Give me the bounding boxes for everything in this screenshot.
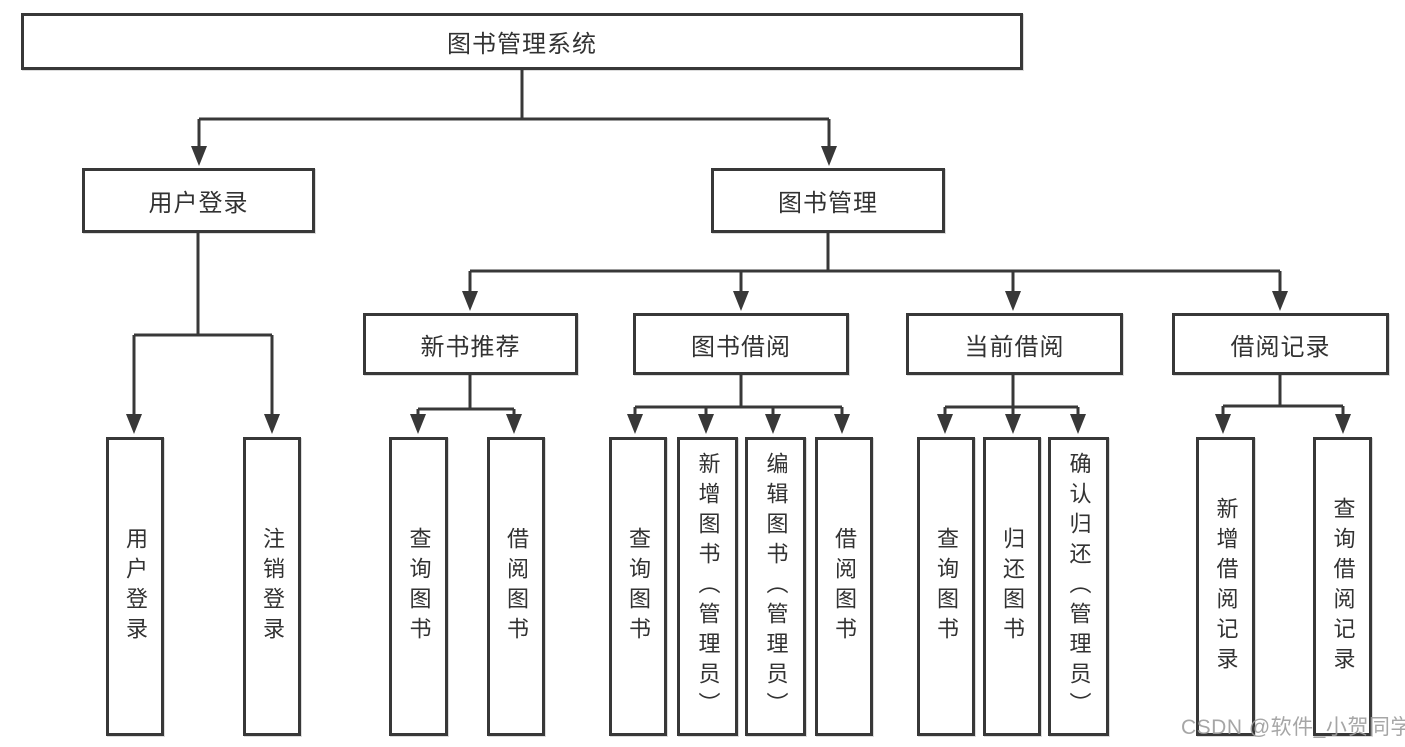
node-user-login: 用户登录 [82,168,315,233]
connector-new-book-rec [416,374,516,420]
connector-current-borrow [943,374,1080,420]
leaf-bb-borrow-books-label: 借阅图书 [832,526,857,647]
arrow-icon [834,414,850,434]
leaf-br-query-record-label: 查询借阅记录 [1330,496,1356,677]
arrow-icon [937,414,953,434]
arrow-icon [410,414,426,434]
leaf-logout: 注销登录 [243,437,301,736]
node-book-mgmt: 图书管理 [711,168,945,233]
leaf-bb-query-books: 查询图书 [609,437,667,736]
connector-borrow-records [1221,374,1345,420]
node-root: 图书管理系统 [21,13,1023,70]
node-book-mgmt-label: 图书管理 [778,190,878,217]
leaf-logout-label: 注销登录 [260,526,285,647]
leaf-rec-borrow-books: 借阅图书 [487,437,545,736]
arrow-icon [1272,291,1288,311]
arrow-icon [126,414,142,434]
connector-book-borrow [633,374,844,420]
node-current-borrow: 当前借阅 [906,313,1123,375]
arrow-icon [733,291,749,311]
leaf-cb-query-books: 查询图书 [917,437,975,736]
arrow-icon [1005,291,1021,311]
arrow-icon [1335,414,1351,434]
node-current-borrow-label: 当前借阅 [964,333,1065,361]
arrow-icon [821,146,837,166]
leaf-rec-query-books-label: 查询图书 [406,526,432,647]
leaf-bb-edit-books-label: 编辑图书（管理员） [763,451,789,722]
leaf-cb-confirm-return-label: 确认归还（管理员） [1066,451,1092,722]
node-book-borrow: 图书借阅 [633,313,849,375]
leaf-rec-query-books: 查询图书 [389,437,448,736]
leaf-cb-query-books-label: 查询图书 [934,526,959,647]
leaf-user-login: 用户登录 [106,437,164,736]
arrow-icon [698,414,714,434]
leaf-bb-query-books-label: 查询图书 [626,526,651,647]
leaf-cb-confirm-return: 确认归还（管理员） [1048,437,1109,736]
connector-root [197,69,831,152]
node-book-borrow-label: 图书借阅 [691,333,791,361]
leaf-bb-edit-books: 编辑图书（管理员） [745,437,806,736]
arrow-icon [627,414,643,434]
leaf-bb-add-books: 新增图书（管理员） [677,437,738,736]
connector-user-login [132,232,274,420]
leaf-bb-add-books-label: 新增图书（管理员） [695,451,721,722]
node-borrow-records: 借阅记录 [1172,313,1389,375]
arrow-icon [264,414,280,434]
leaf-bb-borrow-books: 借阅图书 [815,437,873,736]
leaf-br-add-record-label: 新增借阅记录 [1213,496,1239,677]
leaf-cb-return-books: 归还图书 [983,437,1041,736]
leaf-br-query-record: 查询借阅记录 [1313,437,1372,736]
leaf-user-login-label: 用户登录 [123,526,148,647]
arrow-icon [765,414,781,434]
arrow-icon [1070,414,1086,434]
leaf-br-add-record: 新增借阅记录 [1196,437,1255,736]
arrow-icon [191,146,207,166]
arrow-icon [462,291,478,311]
leaf-rec-borrow-books-label: 借阅图书 [504,526,529,647]
node-new-book-rec: 新书推荐 [363,313,578,375]
arrow-icon [1215,414,1231,434]
arrow-icon [1005,414,1021,434]
node-user-login-label: 用户登录 [148,190,249,217]
leaf-cb-return-books-label: 归还图书 [1000,526,1025,647]
arrow-icon [506,414,522,434]
node-root-label: 图书管理系统 [447,31,597,58]
node-new-book-rec-label: 新书推荐 [420,333,521,361]
arrowheads [126,146,1351,434]
connector-book-mgmt [468,232,1282,297]
node-borrow-records-label: 借阅记录 [1230,333,1331,361]
csdn-watermark: CSDN @软件_小贺同学 [1181,716,1405,739]
